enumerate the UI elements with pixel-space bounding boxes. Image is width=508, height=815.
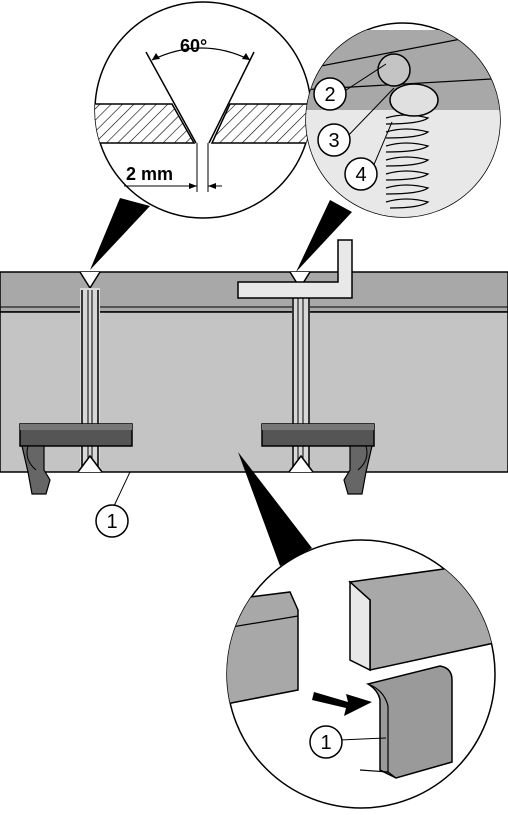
detail-weld-angle: 60° 2 mm: [90, 1, 312, 270]
callout-1-main: 1: [95, 471, 131, 538]
callout-4-label: 4: [355, 164, 366, 186]
detail-pointer-left: [90, 198, 150, 270]
detail-pointer-right: [296, 200, 352, 272]
left-rail: [19, 423, 133, 495]
right-rail: [261, 423, 375, 495]
duct-front-face: [0, 311, 508, 473]
gap-label: 2 mm: [126, 164, 173, 184]
detail-connector-clip: 1: [226, 452, 496, 809]
angle-label: 60°: [180, 36, 207, 56]
callout-1-detail-label: 1: [320, 732, 331, 754]
angle-template: [237, 239, 353, 299]
callout-1-main-label: 1: [106, 511, 117, 533]
callout-3-label: 3: [328, 130, 339, 152]
detail-pointer-bottom: [238, 452, 312, 566]
detail-fixing-elements: 2 3 4: [296, 22, 501, 272]
callout-2-label: 2: [324, 84, 335, 106]
insert-arrow: [312, 692, 372, 716]
